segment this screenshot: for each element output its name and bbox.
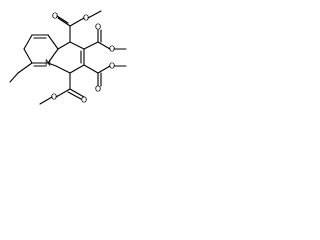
oxygen-atom-label: O [51,93,57,102]
bond [69,64,85,74]
bond [97,41,111,50]
nitrogen-atom-label: N [45,59,51,68]
bond [55,65,71,74]
bond [56,15,69,24]
bond [97,65,111,74]
bond [69,41,85,50]
chemical-structure-diagram: N O O O O O O O O [9,10,127,105]
bond [55,88,71,98]
bond [47,48,59,64]
bond [69,88,85,98]
bond [17,62,33,74]
oxygen-atom-label: O [95,85,101,94]
oxygen-atom-label: O [83,14,89,23]
bond [87,10,102,19]
bond [69,17,85,27]
bond [83,64,99,74]
oxygen-atom-label: O [81,96,87,105]
oxygen-atom-label: O [109,45,115,54]
bond [39,96,53,105]
bond [23,48,33,64]
atom-labels: N O O O O O O O O [45,12,115,105]
bond [83,41,99,50]
oxygen-atom-label: O [95,23,101,32]
bond-lines [9,10,127,105]
bond [67,91,82,100]
bond [57,17,71,27]
bond [9,72,19,83]
bond [47,34,59,50]
oxygen-atom-label: O [52,12,58,21]
oxygen-atom-label: O [109,62,115,71]
bond [47,62,57,67]
bond [23,34,33,50]
bond [57,41,71,50]
